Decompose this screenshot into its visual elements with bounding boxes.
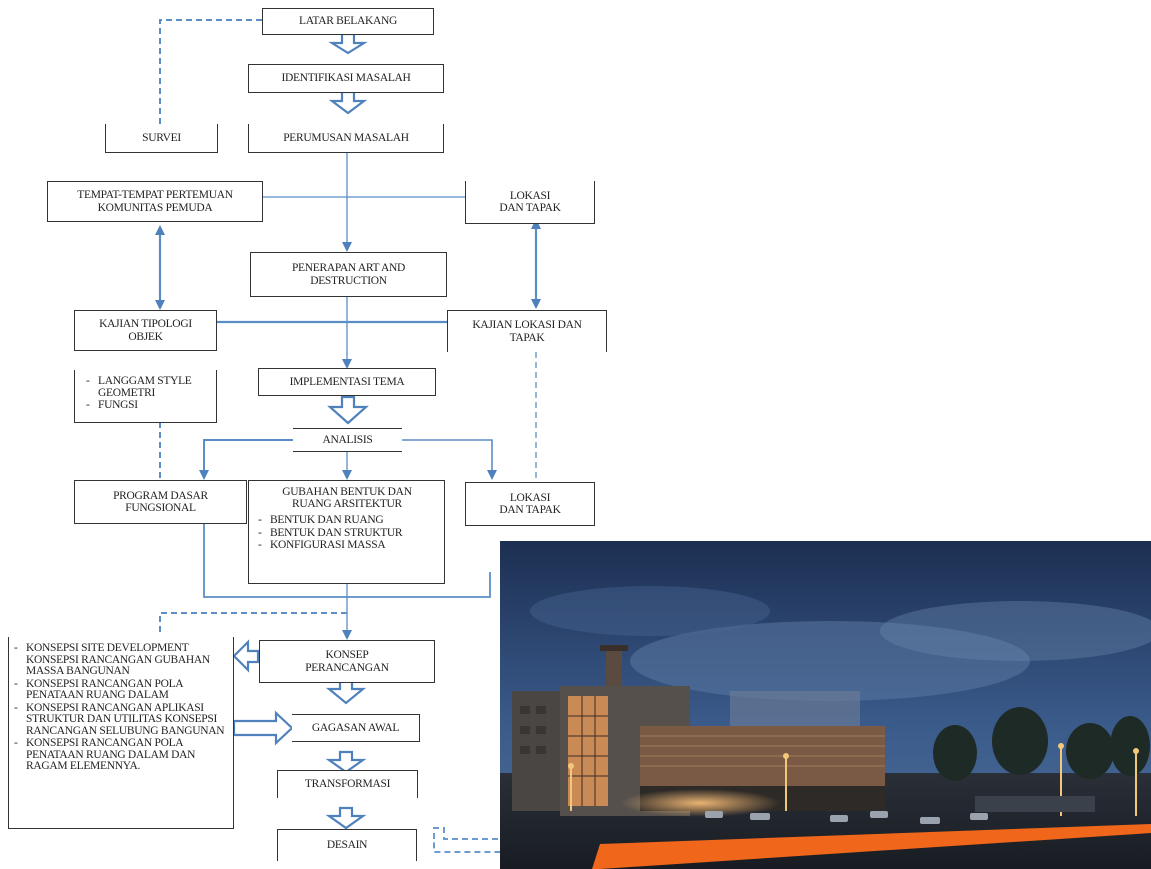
node-penerapan: PENERAPAN ART AND DESTRUCTION bbox=[250, 252, 447, 297]
node-gagasan-label: GAGASAN AWAL bbox=[311, 721, 400, 734]
hollow-arrow-left bbox=[232, 639, 260, 673]
node-konsep-perancangan: KONSEP PERANCANGAN bbox=[259, 640, 435, 683]
tipologi-list: LANGGAM STYLE GEOMETRI FUNGSI bbox=[86, 375, 212, 413]
tipologi-item: FUNGSI bbox=[86, 399, 212, 412]
analisis-to-lokasi bbox=[402, 439, 497, 480]
node-program-dasar: PROGRAM DASAR FUNGSIONAL bbox=[74, 480, 247, 524]
node-lokasi-tapak-top-label: LOKASI DAN TAPAK bbox=[499, 189, 561, 214]
node-implementasi-tema: IMPLEMENTASI TEMA bbox=[258, 368, 436, 396]
node-konsep-label: KONSEP PERANCANGAN bbox=[305, 649, 389, 674]
node-gubahan-title: GUBAHAN BENTUK DAN RUANG ARSITEKTUR bbox=[252, 486, 442, 510]
node-survei-label: SURVEI bbox=[142, 131, 181, 144]
node-lokasi-tapak-bottom: LOKASI DAN TAPAK bbox=[465, 482, 595, 526]
node-perumusan-label: PERUMUSAN MASALAH bbox=[283, 131, 409, 144]
survey-dashed-link bbox=[159, 19, 262, 125]
node-latar-belakang-label: LATAR BELAKANG bbox=[298, 15, 398, 28]
node-identifikasi-masalah: IDENTIFIKASI MASALAH bbox=[248, 64, 444, 93]
hollow-arrow-3 bbox=[327, 395, 369, 425]
node-implementasi-label: IMPLEMENTASI TEMA bbox=[289, 375, 405, 388]
gubahan-item: KONFIGURASI MASSA bbox=[258, 539, 438, 552]
node-tempat-pertemuan-label: TEMPAT-TEMPAT PERTEMUAN KOMUNITAS PEMUDA bbox=[77, 189, 233, 214]
node-survei: SURVEI bbox=[105, 124, 218, 153]
node-desain-label: DESAIN bbox=[326, 839, 368, 852]
building-render-image bbox=[500, 541, 1151, 869]
node-transformasi-label: TRANSFORMASI bbox=[304, 778, 391, 791]
gubahan-item: BENTUK DAN RUANG bbox=[258, 514, 438, 527]
tipologi-item: LANGGAM STYLE GEOMETRI bbox=[86, 375, 212, 399]
gubahan-item: BENTUK DAN STRUKTUR bbox=[258, 527, 438, 540]
hollow-arrow-4 bbox=[325, 678, 367, 705]
node-penerapan-label: PENERAPAN ART AND DESTRUCTION bbox=[291, 262, 406, 287]
konsepsi-item: KONSEPSI RANCANGAN POLA PENATAAN RUANG D… bbox=[14, 737, 230, 773]
node-analisis-label: ANALISIS bbox=[322, 433, 373, 446]
node-lokasi-tapak-top: LOKASI DAN TAPAK bbox=[465, 181, 595, 224]
hollow-arrow-5 bbox=[325, 750, 367, 774]
node-identifikasi-label: IDENTIFIKASI MASALAH bbox=[281, 72, 411, 85]
konsepsi-list: KONSEPSI SITE DEVELOPMENT KONSEPSI RANCA… bbox=[14, 642, 230, 774]
node-gubahan-title-label: GUBAHAN BENTUK DAN RUANG ARSITEKTUR bbox=[282, 485, 412, 510]
node-latar-belakang: LATAR BELAKANG bbox=[262, 8, 434, 35]
node-lokasi-tapak-bottom-label: LOKASI DAN TAPAK bbox=[499, 491, 561, 516]
building-render-svg bbox=[500, 541, 1151, 869]
node-kajian-tipologi: KAJIAN TIPOLOGI OBJEK bbox=[74, 310, 217, 351]
node-transformasi: TRANSFORMASI bbox=[277, 770, 418, 798]
hollow-arrow-2 bbox=[328, 90, 368, 115]
analisis-to-program bbox=[199, 439, 293, 480]
node-kajian-lokasi: KAJIAN LOKASI DAN TAPAK bbox=[447, 310, 607, 352]
node-kajian-tipologi-label: KAJIAN TIPOLOGI OBJEK bbox=[99, 318, 192, 343]
node-gagasan-awal: GAGASAN AWAL bbox=[292, 714, 420, 742]
node-analisis: ANALISIS bbox=[293, 428, 402, 452]
konsepsi-item: KONSEPSI SITE DEVELOPMENT KONSEPSI RANCA… bbox=[14, 642, 230, 678]
hollow-arrow-1 bbox=[328, 32, 368, 55]
node-kajian-lokasi-label: KAJIAN LOKASI DAN TAPAK bbox=[472, 319, 582, 344]
hollow-arrow-right bbox=[232, 710, 294, 746]
node-tempat-pertemuan: TEMPAT-TEMPAT PERTEMUAN KOMUNITAS PEMUDA bbox=[47, 181, 263, 222]
gubahan-list: BENTUK DAN RUANG BENTUK DAN STRUKTUR KON… bbox=[258, 514, 438, 553]
node-program-dasar-label: PROGRAM DASAR FUNGSIONAL bbox=[113, 489, 208, 514]
node-desain: DESAIN bbox=[277, 829, 417, 861]
node-perumusan-masalah: PERUMUSAN MASALAH bbox=[248, 124, 444, 153]
konsepsi-item: KONSEPSI RANCANGAN POLA PENATAAN RUANG D… bbox=[14, 678, 230, 702]
konsepsi-item: KONSEPSI RANCANGAN APLIKASI STRUKTUR DAN… bbox=[14, 702, 230, 738]
dashed-to-konsepsi bbox=[159, 612, 347, 636]
hollow-arrow-6 bbox=[325, 806, 367, 830]
